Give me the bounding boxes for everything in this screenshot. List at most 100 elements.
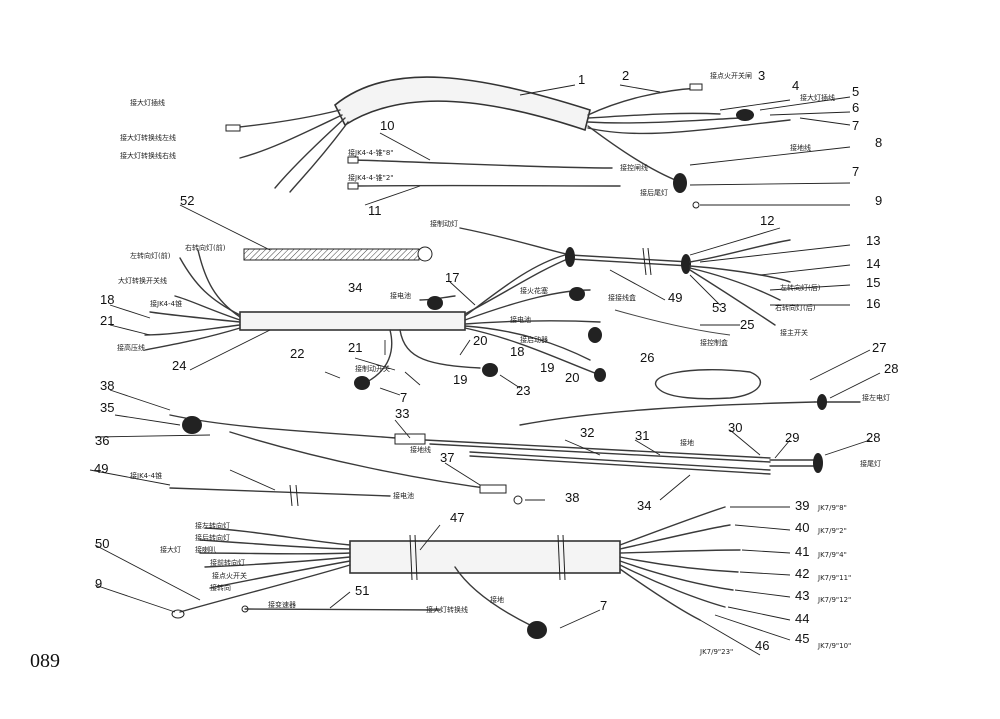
wire-label: JK7/9"23" bbox=[699, 648, 733, 656]
callout: 40 bbox=[795, 520, 809, 535]
callout: 15 bbox=[866, 275, 880, 290]
part-52-tube bbox=[243, 246, 433, 262]
callout: 29 bbox=[785, 430, 799, 445]
callout: 23 bbox=[516, 383, 530, 398]
wire-label: 左转向灯(后) bbox=[780, 283, 821, 292]
wire-label: 接后转向灯 bbox=[195, 533, 230, 542]
callout-numbers: 1 2 3 4 5 6 7 8 7 9 10 11 52 12 13 14 15… bbox=[94, 68, 898, 653]
wire-label: 接尾灯 bbox=[860, 459, 881, 468]
callout: 32 bbox=[580, 425, 594, 440]
page-number: 089 bbox=[30, 650, 60, 672]
callout: 19 bbox=[453, 372, 467, 387]
wire-label: 接地线 bbox=[790, 143, 811, 152]
part-26-loop bbox=[654, 369, 762, 400]
callout: 7 bbox=[400, 390, 407, 405]
callout: 19 bbox=[540, 360, 554, 375]
callout: 11 bbox=[368, 203, 382, 218]
callout: 5 bbox=[852, 84, 859, 99]
callout: 38 bbox=[565, 490, 579, 505]
wire-49-lower bbox=[169, 484, 391, 507]
callout: 30 bbox=[728, 420, 742, 435]
wire-label: 接转向 bbox=[210, 583, 231, 592]
callout: 36 bbox=[95, 433, 109, 448]
callout: 22 bbox=[290, 346, 304, 361]
wire-label: 接接线盒 bbox=[608, 293, 636, 302]
wire-label: 接JK4-4-锥"2" bbox=[348, 173, 394, 182]
wire-label: 接启动器 bbox=[520, 335, 548, 344]
wire-label: 接电池 bbox=[393, 491, 414, 500]
wire-label: 接大灯转换线右线 bbox=[120, 151, 176, 160]
wire-label: JK7/9"8" bbox=[817, 504, 847, 512]
callout: 45 bbox=[795, 631, 809, 646]
callout: 16 bbox=[866, 296, 880, 311]
wire-label: 右转向灯(前) bbox=[185, 243, 226, 252]
callout: 50 bbox=[95, 536, 109, 551]
callout: 13 bbox=[866, 233, 880, 248]
callout: 53 bbox=[712, 300, 726, 315]
wire-label: JK7/9"12" bbox=[817, 596, 851, 604]
callout: 7 bbox=[852, 164, 859, 179]
wire-labels: 接大灯插线 接大灯转换线左线 接大灯转换线右线 接点火开关闸 接大灯插线 接地线… bbox=[117, 71, 890, 656]
wire-label: JK7/9"2" bbox=[817, 527, 847, 535]
callout: 44 bbox=[795, 611, 809, 626]
callout: 49 bbox=[94, 461, 108, 476]
callout: 20 bbox=[565, 370, 579, 385]
wire-label: 接变速器 bbox=[268, 600, 296, 609]
wire-label: 接高压线 bbox=[117, 343, 145, 352]
wire-label: 接左转向灯 bbox=[195, 521, 230, 530]
wire-label: 接JK4-4锥 bbox=[150, 299, 182, 308]
callout: 1 bbox=[578, 72, 585, 87]
wire-label: JK7/9"10" bbox=[817, 642, 851, 650]
wire-label: 接大灯转换线左线 bbox=[120, 133, 176, 142]
leader-lines bbox=[89, 84, 881, 656]
wire-label: 接大灯插线 bbox=[130, 98, 165, 107]
wire-label: 接大灯插线 bbox=[800, 93, 835, 102]
callout: 35 bbox=[100, 400, 114, 415]
wire-label: 接前转向灯 bbox=[210, 558, 245, 567]
wire-label: 接JK4-4-锥"8" bbox=[348, 148, 394, 157]
callout: 24 bbox=[172, 358, 186, 373]
callout: 9 bbox=[95, 576, 102, 591]
callout: 31 bbox=[635, 428, 649, 443]
callout: 4 bbox=[792, 78, 799, 93]
wire-label: 接制动开关 bbox=[355, 364, 390, 373]
wire-label: 接控制盒 bbox=[700, 338, 728, 347]
callout: 12 bbox=[760, 213, 774, 228]
wire-label: JK7/9"4" bbox=[817, 551, 847, 559]
wire-label: 接主开关 bbox=[780, 328, 808, 337]
harness-middle-24 bbox=[144, 249, 731, 390]
callout: 6 bbox=[852, 100, 859, 115]
wire-51 bbox=[241, 605, 441, 613]
callout: 43 bbox=[795, 588, 809, 603]
callout: 52 bbox=[180, 193, 194, 208]
harness-12-16 bbox=[459, 227, 791, 326]
callout: 34 bbox=[348, 280, 362, 295]
callout: 3 bbox=[758, 68, 765, 83]
callout: 14 bbox=[866, 256, 880, 271]
wire-27 bbox=[519, 394, 861, 426]
harness-main-top bbox=[225, 76, 791, 209]
callout: 27 bbox=[872, 340, 886, 355]
wire-label: 接喇叭 bbox=[195, 545, 216, 554]
wire-label: 接地 bbox=[490, 595, 504, 604]
wire-label: 接制动灯 bbox=[430, 219, 458, 228]
callout: 41 bbox=[795, 544, 809, 559]
callout: 20 bbox=[473, 333, 487, 348]
wire-label: 接电池 bbox=[390, 291, 411, 300]
wire-label: JK7/9"11" bbox=[817, 574, 851, 582]
callout: 7 bbox=[600, 598, 607, 613]
wire-label: 接后尾灯 bbox=[640, 188, 668, 197]
wire-label: 左转向灯(前) bbox=[130, 251, 171, 260]
wire-label: 接点火开关闸 bbox=[710, 71, 752, 80]
harness-29-37 bbox=[169, 414, 823, 505]
callout: 33 bbox=[395, 406, 409, 421]
wire-label: 接大灯转换线 bbox=[426, 605, 468, 614]
wire-label: 接电池 bbox=[510, 315, 531, 324]
wire-label: 接左电灯 bbox=[862, 393, 890, 402]
callout: 2 bbox=[622, 68, 629, 83]
wire-label: 大灯转换开关线 bbox=[118, 276, 167, 285]
callout: 26 bbox=[640, 350, 654, 365]
wire-label: 接地线 bbox=[410, 445, 431, 454]
callout: 25 bbox=[740, 317, 754, 332]
